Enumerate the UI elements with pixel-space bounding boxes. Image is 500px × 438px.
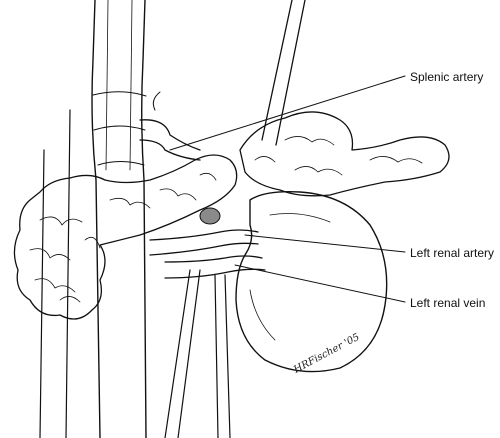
label-left-renal-artery: Left renal artery [410,246,495,260]
renal-vessels [149,229,266,279]
label-left-renal-vein: Left renal vein [410,296,486,310]
vena-cava [39,109,71,438]
splenic-artery-vessel [139,91,201,161]
leader-lines [169,75,406,303]
leader-left-renal-artery [244,234,406,253]
kidney [235,190,388,373]
pancreas [13,154,238,320]
spleen [239,111,450,197]
label-splenic-artery: Splenic artery [410,70,484,84]
leader-left-renal-vein [234,264,406,303]
lymph-node [199,207,221,225]
aorta [91,0,147,438]
leader-splenic-artery [169,75,406,151]
ureter [164,269,231,438]
surgical-probe [261,0,306,146]
